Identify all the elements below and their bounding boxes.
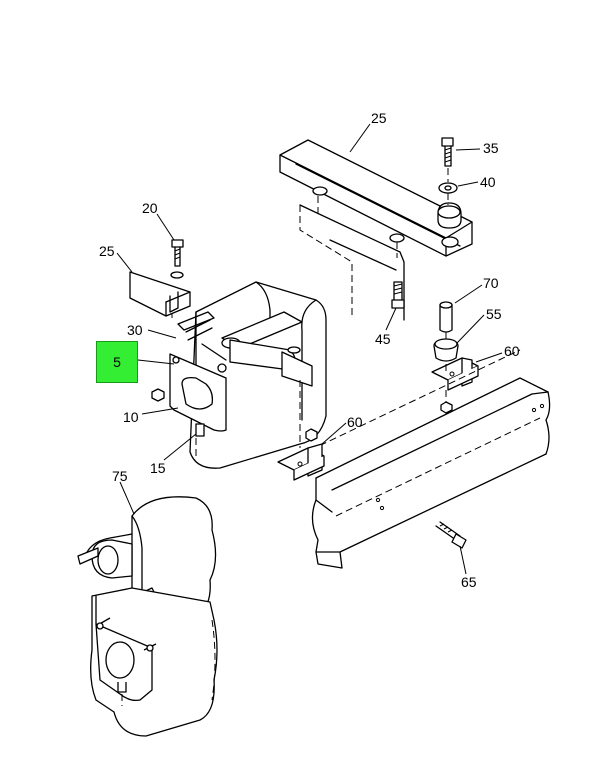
bolt-20 <box>170 239 184 279</box>
callout-25-left: 25 <box>99 243 115 259</box>
nut-right <box>440 401 453 414</box>
callout-25-top: 25 <box>371 110 387 126</box>
highlighted-part-label: 5 <box>113 354 121 370</box>
rubber-mount-55 <box>433 338 459 362</box>
callout-35: 35 <box>483 140 499 156</box>
callout-65: 65 <box>461 574 477 590</box>
main-housing <box>169 281 327 469</box>
bracket-60-mid <box>277 428 325 481</box>
leader-lines <box>116 123 503 575</box>
highlighted-part-5-callout[interactable]: 5 <box>96 341 138 383</box>
washer-40 <box>438 182 458 194</box>
alt-assembly-75 <box>77 496 218 737</box>
bolt-35 <box>441 137 454 167</box>
callout-10: 10 <box>123 409 139 425</box>
upper-mounting-bracket <box>279 139 473 321</box>
callout-70: 70 <box>483 275 499 291</box>
callout-15: 15 <box>150 460 166 476</box>
bolt-45 <box>391 281 405 309</box>
callout-60-right: 60 <box>504 343 520 359</box>
bracket-60-right <box>431 357 479 391</box>
bolt-65 <box>435 521 467 549</box>
callout-40: 40 <box>480 174 496 190</box>
callout-45: 45 <box>375 331 391 347</box>
callout-30: 30 <box>127 322 143 338</box>
frame-rail <box>299 349 551 569</box>
callout-60-mid: 60 <box>347 414 363 430</box>
callout-20: 20 <box>142 200 158 216</box>
nut-left <box>151 388 165 402</box>
spacer-70 <box>439 301 453 333</box>
callout-75: 75 <box>112 468 128 484</box>
bracket-25-left <box>129 271 191 317</box>
callout-55: 55 <box>486 306 502 322</box>
